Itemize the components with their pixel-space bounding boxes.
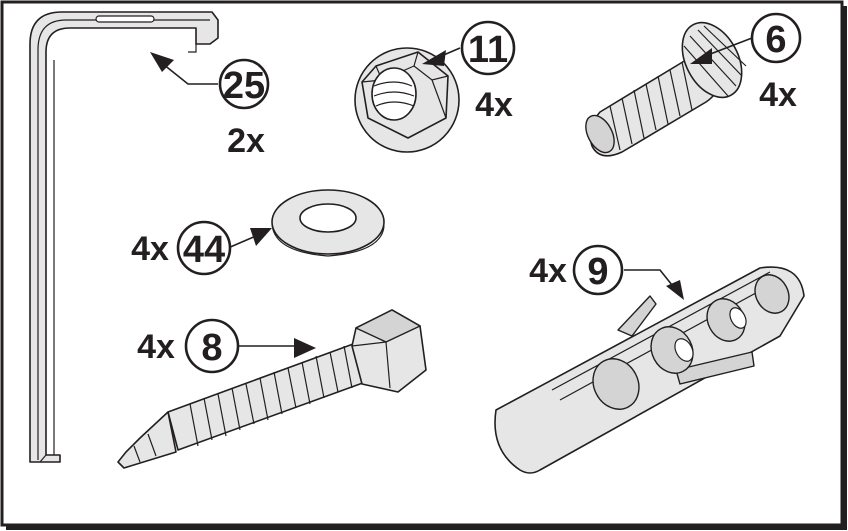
callout-11-number: 11 bbox=[468, 29, 508, 71]
bracket-part-25 bbox=[29, 11, 219, 463]
hex-screw-part-8 bbox=[117, 309, 427, 469]
callout-6: 6 4x bbox=[690, 12, 802, 114]
quantity-11: 4x bbox=[475, 86, 513, 124]
washer-part-44 bbox=[271, 189, 385, 257]
callout-9-number: 9 bbox=[587, 251, 608, 293]
callout-25-number: 25 bbox=[223, 65, 265, 107]
callout-6-number: 6 bbox=[765, 19, 786, 61]
callout-9: 9 4x bbox=[529, 244, 684, 300]
callout-8-number: 8 bbox=[201, 327, 222, 369]
callout-25: 25 2x bbox=[150, 52, 270, 160]
callout-8: 8 4x bbox=[137, 318, 316, 374]
frame-shadow-bottom bbox=[6, 526, 844, 530]
quantity-44: 4x bbox=[131, 230, 169, 268]
callout-44-number: 44 bbox=[183, 229, 225, 271]
quantity-25: 2x bbox=[227, 122, 265, 160]
wall-plug-part-9 bbox=[494, 266, 805, 474]
callout-44: 44 4x bbox=[131, 220, 272, 276]
quantity-8: 4x bbox=[137, 328, 175, 366]
quantity-6: 4x bbox=[759, 76, 797, 114]
flange-nut-part-11 bbox=[354, 47, 460, 153]
quantity-9: 4x bbox=[529, 252, 567, 290]
frame-shadow-right bbox=[843, 6, 847, 530]
callout-11: 11 4x bbox=[422, 20, 516, 124]
